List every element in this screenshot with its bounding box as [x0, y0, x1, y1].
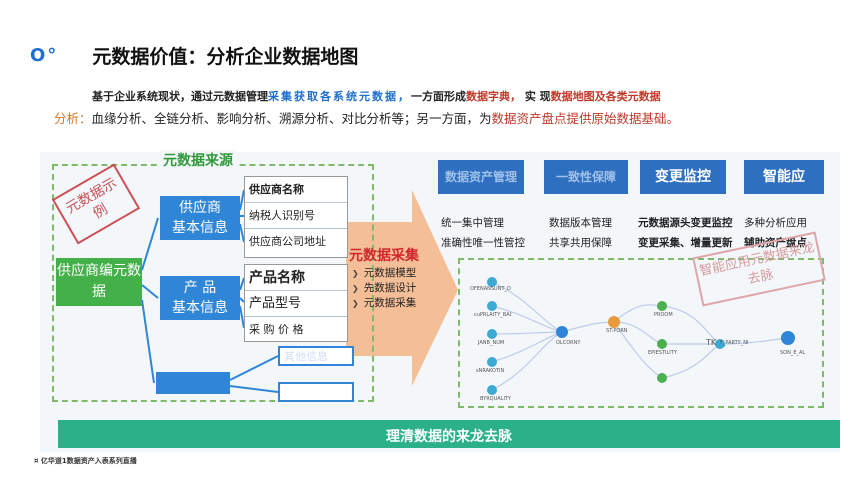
field-product-model: 产品型号	[245, 291, 347, 317]
field-product-name: 产品名称	[245, 265, 347, 291]
node-label: 基本信息	[172, 300, 228, 316]
flow-label: OFENANSUNT_D	[470, 286, 511, 292]
flow-label: JANB_NUM	[478, 340, 505, 346]
flow-label: F_PARTY_NI	[720, 340, 749, 346]
field-tax-id: 纳税人识别号	[245, 203, 347, 229]
desc-line: 辅助资产盘点	[744, 237, 807, 249]
flow-label: BYRQUALITY	[480, 396, 512, 402]
footer-caption: ¤ 亿华道1数据资产入表系列直播	[34, 457, 137, 465]
supplier-root-node: 供应商编元数据	[56, 258, 142, 306]
collect-list: 元数据模型 先数据设计 元数据采集	[352, 266, 417, 311]
category-desc: 多种分析应用 辅助资产盘点	[744, 213, 807, 253]
other-field-box	[278, 346, 354, 366]
supplier-info-node: 供应商 基本信息	[160, 196, 240, 240]
bottom-banner: 理清数据的来龙去脉	[58, 420, 840, 448]
category-asset-management: 数据资产管理	[438, 160, 524, 194]
field-purchase-price: 采 购 价 格	[249, 323, 304, 336]
node-label: 基本信息	[172, 220, 228, 236]
field-supplier-address: 供应商公司地址	[249, 235, 326, 248]
title-bullet-icon: O°	[30, 44, 59, 66]
other-info-node	[156, 372, 230, 394]
intro-text: 实 现	[521, 90, 551, 103]
intro-highlight: 采集获取各系统元数据，	[268, 90, 411, 103]
other-field-ghost-text: 其他信息	[284, 350, 328, 363]
flow-label: EPIESTILITY	[648, 350, 677, 356]
node-label: 供应商	[179, 200, 221, 216]
intro-highlight: 数据地图及各类元数据	[550, 90, 661, 103]
node-label: 产 品	[183, 280, 217, 296]
desc-line: 数据版本管理	[549, 217, 612, 229]
desc-line: 变更采集、增量更新	[638, 237, 733, 249]
intro-line-1: 基于企业系统现状，通过元数据管理采集获取各系统元数据，一方面形成数据字典， 实 …	[92, 88, 661, 104]
product-info-node: 产 品 基本信息	[160, 276, 240, 320]
flow-label: TK	[706, 338, 717, 347]
other-field-box	[278, 382, 354, 402]
category-desc: 统一集中管理 准确性唯一性管控	[441, 213, 525, 253]
desc-line: 共享共用保障	[549, 237, 612, 249]
desc-line: 统一集中管理	[441, 217, 504, 229]
page-title: 元数据价值：分析企业数据地图	[92, 45, 359, 68]
category-smart-app: 智能应	[744, 160, 824, 194]
flow-label: cuPRLAITY_BAI	[474, 312, 512, 318]
intro-highlight: 数据字典，	[466, 90, 521, 103]
collect-item: 元数据模型	[352, 266, 417, 281]
intro-highlight: 数据资产盘点提供原始数据基础。	[491, 111, 680, 126]
flow-label: SON_E_AL	[780, 350, 806, 356]
bottom-banner-text: 理清数据的来龙去脉	[386, 429, 512, 445]
intro-line-2: 分析：血缘分析、全链分析、影响分析、溯源分析、对比分析等；另一方面，为数据资产盘…	[54, 108, 679, 127]
page-header: O° 元数据价值：分析企业数据地图	[30, 40, 358, 70]
intro-text: 一方面形成	[411, 90, 466, 103]
product-fields: 产品名称 产品型号 采 购 价 格	[244, 264, 348, 342]
flow-label: PROOM	[654, 312, 673, 318]
lineage-region	[458, 258, 824, 408]
category-change-monitor: 变更监控	[640, 160, 726, 194]
category-desc: 元数据源头变更监控 变更采集、增量更新	[638, 213, 733, 253]
desc-line: 元数据源头变更监控	[638, 217, 733, 229]
category-desc: 数据版本管理 共享共用保障	[549, 213, 612, 253]
flow-label: sNRAKOTIN	[476, 368, 505, 374]
intro-text: 血缘分析、全链分析、影响分析、溯源分析、对比分析等；另一方面，为	[91, 111, 492, 126]
collect-title: 元数据采集	[349, 248, 419, 264]
flow-label: ST:PORN	[606, 328, 628, 334]
category-consistency: 一致性保障	[544, 160, 628, 194]
field-supplier-name: 供应商名称	[245, 177, 347, 203]
intro-text: 基于企业系统现状，通过元数据管理	[92, 90, 268, 103]
intro-text: 分析：	[54, 111, 92, 126]
source-label: 元数据来源	[160, 150, 236, 170]
collect-item: 元数据采集	[352, 296, 417, 311]
flow-label: OLCORNY	[556, 340, 581, 346]
supplier-fields: 供应商名称 纳税人识别号 供应商公司地址	[244, 176, 348, 258]
desc-line: 多种分析应用	[744, 217, 807, 229]
desc-line: 准确性唯一性管控	[441, 237, 525, 249]
collect-item: 先数据设计	[352, 281, 417, 296]
